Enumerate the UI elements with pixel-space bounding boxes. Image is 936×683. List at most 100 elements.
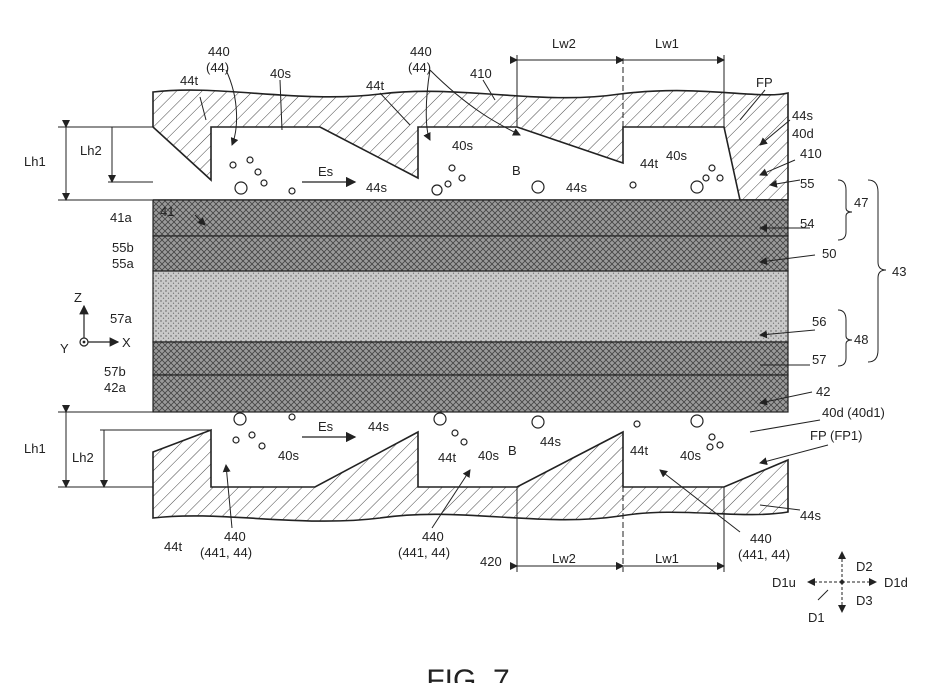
label-54: 54 [800, 216, 814, 231]
label-44s: 44s [368, 419, 389, 434]
bubble [432, 185, 442, 195]
label-40s: 40s [666, 148, 687, 163]
bubble [691, 181, 703, 193]
bubble [255, 169, 261, 175]
label-57a: 57a [110, 311, 132, 326]
layer-54-crosshatch [153, 200, 788, 236]
label-440: 440 [410, 44, 432, 59]
layer-56-stipple [153, 271, 788, 342]
label-44t: 44t [438, 450, 456, 465]
bubble [691, 415, 703, 427]
bubble [289, 188, 295, 194]
label-b: B [512, 163, 521, 178]
label-y: Y [60, 341, 69, 356]
label-440: 440 [422, 529, 444, 544]
bubble [452, 430, 458, 436]
label-lw1: Lw1 [655, 36, 679, 51]
bubble [247, 157, 253, 163]
label-440: 440 [208, 44, 230, 59]
bubble [289, 414, 295, 420]
bottom-electrode-420 [153, 430, 788, 521]
label-x: X [122, 335, 131, 350]
label-44: (44) [206, 60, 229, 75]
figure-caption: FIG. 7 [426, 664, 509, 683]
label-57b: 57b [104, 364, 126, 379]
bubble [259, 443, 265, 449]
label-es: Es [318, 419, 334, 434]
label-441-44: (441, 44) [200, 545, 252, 560]
bubble [630, 182, 636, 188]
label-lh2: Lh2 [80, 143, 102, 158]
bubble [717, 175, 723, 181]
label-b: B [508, 443, 517, 458]
label-42: 42 [816, 384, 830, 399]
label-44s: 44s [540, 434, 561, 449]
label-d1: D1 [808, 610, 825, 625]
label-44s: 44s [792, 108, 813, 123]
brace-47 [838, 180, 852, 240]
label-40s: 40s [478, 448, 499, 463]
bubble [434, 413, 446, 425]
label-44s: 44s [566, 180, 587, 195]
bubble [709, 165, 715, 171]
label-lw1: Lw1 [655, 551, 679, 566]
label-44t: 44t [630, 443, 648, 458]
label-440: 440 [224, 529, 246, 544]
bubble [634, 421, 640, 427]
label-d3: D3 [856, 593, 873, 608]
layer-57-crosshatch [153, 342, 788, 375]
bubble [230, 162, 236, 168]
bubble [703, 175, 709, 181]
label-44t: 44t [164, 539, 182, 554]
label-40d: 40d [792, 126, 814, 141]
label-55: 55 [800, 176, 814, 191]
bubble [249, 432, 255, 438]
label-40s: 40s [270, 66, 291, 81]
bubble [445, 181, 451, 187]
bubble [707, 444, 713, 450]
label-44: (44) [408, 60, 431, 75]
brace-48 [838, 310, 852, 366]
label-z: Z [74, 290, 82, 305]
label-50: 50 [822, 246, 836, 261]
label-441-44: (441, 44) [398, 545, 450, 560]
label-d1u: D1u [772, 575, 796, 590]
label-40s: 40s [680, 448, 701, 463]
label-410: 410 [800, 146, 822, 161]
label-44t: 44t [366, 78, 384, 93]
label-44s: 44s [366, 180, 387, 195]
bottom-bubbles [233, 413, 723, 450]
bubble [233, 437, 239, 443]
label-47: 47 [854, 195, 868, 210]
bubble [461, 439, 467, 445]
label-lh1: Lh1 [24, 154, 46, 169]
label-44t: 44t [180, 73, 198, 88]
label-55a: 55a [112, 256, 134, 271]
bubble [449, 165, 455, 171]
label-lw2: Lw2 [552, 36, 576, 51]
label-fp-fp1: FP (FP1) [810, 428, 863, 443]
label-56: 56 [812, 314, 826, 329]
bubble [532, 416, 544, 428]
bubble [532, 181, 544, 193]
bubble [261, 180, 267, 186]
label-lw2: Lw2 [552, 551, 576, 566]
label-440: 440 [750, 531, 772, 546]
label-48: 48 [854, 332, 868, 347]
label-57: 57 [812, 352, 826, 367]
label-40s: 40s [278, 448, 299, 463]
label-55b: 55b [112, 240, 134, 255]
label-441-44: (441, 44) [738, 547, 790, 562]
label-420: 420 [480, 554, 502, 569]
label-d2: D2 [856, 559, 873, 574]
label-41a: 41a [110, 210, 132, 225]
bubble [709, 434, 715, 440]
layer-42-crosshatch [153, 375, 788, 412]
label-d1d: D1d [884, 575, 908, 590]
bubble [234, 413, 246, 425]
label-42a: 42a [104, 380, 126, 395]
label-lh2: Lh2 [72, 450, 94, 465]
label-lh1: Lh1 [24, 441, 46, 456]
layer-50-crosshatch [153, 236, 788, 271]
